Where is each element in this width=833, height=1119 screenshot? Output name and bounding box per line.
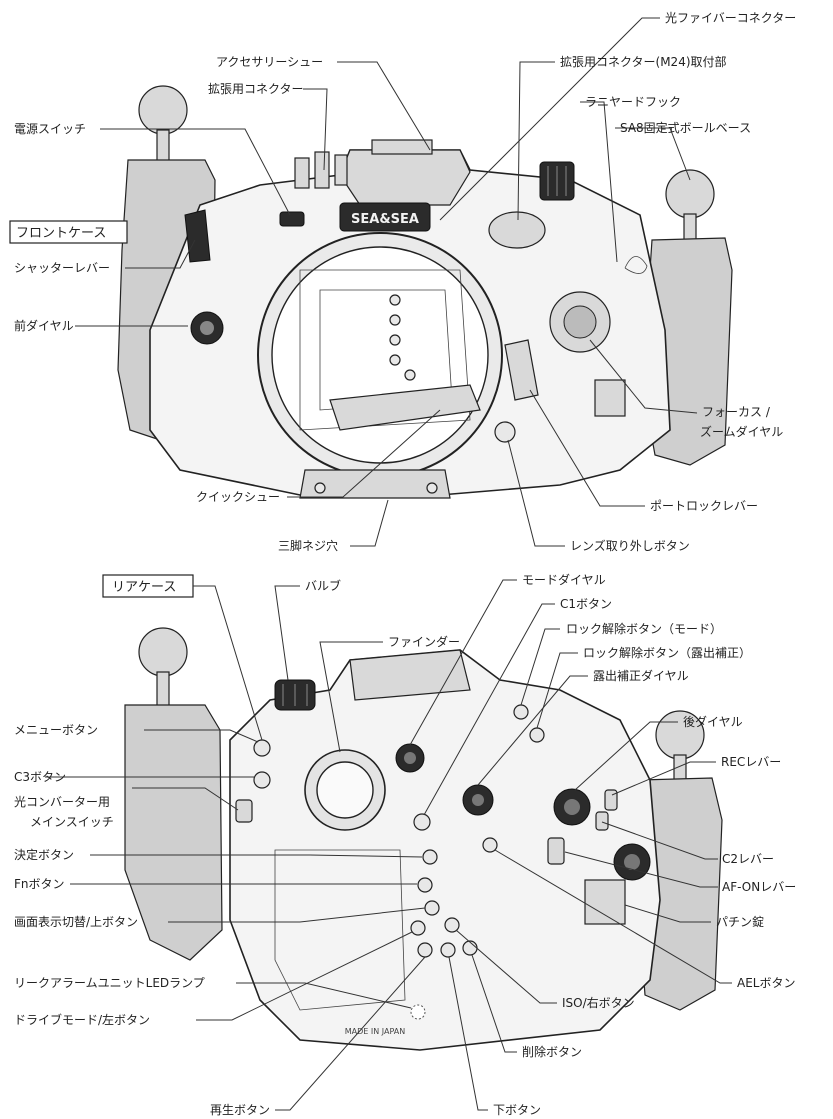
fn-button-illustration	[417, 877, 433, 893]
label-play-button: 再生ボタン	[210, 1103, 270, 1117]
shutter-lever-illustration	[184, 209, 211, 263]
label-port-lock-lever: ポートロックレバー	[650, 499, 758, 513]
top-knob	[539, 161, 575, 201]
label-latch: パチン錠	[716, 914, 764, 929]
label-lock-release-exposure: ロック解除ボタン（露出補正）	[583, 645, 751, 660]
c1-button-illustration	[413, 813, 431, 831]
brand-plate	[339, 202, 431, 232]
label-valve: バルブ	[305, 578, 341, 593]
label-fn-button: Fnボタン	[14, 877, 65, 891]
c2-lever-illustration	[595, 811, 609, 831]
lens-release-button-illustration	[494, 421, 516, 443]
m24-port	[488, 211, 546, 249]
label-display-up: 画面表示切替/上ボタン	[14, 915, 138, 929]
focus-zoom-dial-illustration	[549, 291, 611, 353]
c3-button-illustration	[253, 771, 271, 789]
converter-switch-illustration	[235, 799, 253, 823]
front-case-label: フロントケース	[9, 220, 128, 244]
label-focus-zoom-2: ズームダイヤル	[700, 424, 783, 439]
label-lock-release-mode: ロック解除ボタン（モード）	[566, 621, 722, 636]
rear-leaders	[45, 579, 732, 1111]
left-button-illustration	[410, 920, 426, 936]
ael-button-illustration	[482, 837, 498, 853]
exposure-dial-illustration	[462, 784, 494, 816]
label-power-switch: 電源スイッチ	[14, 122, 86, 136]
lens-mount-inner	[271, 246, 489, 464]
mode-dial-illustration	[395, 743, 425, 773]
menu-button-illustration	[253, 739, 271, 757]
label-c3-button: C3ボタン	[14, 770, 66, 784]
rear-button-cluster	[410, 837, 498, 958]
label-exposure-dial: 露出補正ダイヤル	[593, 668, 689, 683]
label-ball-base: SA8固定式ボールベース	[620, 120, 751, 135]
svg-text:フロントケース: フロントケース	[16, 226, 106, 241]
label-af-on-lever: AF-ONレバー	[722, 880, 796, 894]
front-labels: 光ファイバーコネクター アクセサリーシュー 拡張用コネクター(M24)取付部 拡…	[14, 11, 796, 553]
port-lock-lever-illustration	[504, 339, 539, 401]
label-mode-dial: モードダイヤル	[522, 572, 606, 587]
up-button-illustration	[424, 900, 440, 916]
rear-labels: バルブ モードダイヤル C1ボタン ロック解除ボタン（モード） ファインダー ロ…	[14, 572, 796, 1117]
label-tripod-hole: 三脚ネジ穴	[278, 538, 338, 553]
label-expansion-connector: 拡張用コネクター	[208, 82, 304, 96]
rear-housing-illustration: MADE IN JAPAN	[124, 627, 723, 1051]
label-accessory-shoe: アクセサリーシュー	[216, 55, 323, 69]
lock-release-mode-illustration	[513, 704, 529, 720]
brand-logo: SEA&SEA	[351, 212, 419, 227]
front-housing-illustration: SEA&SEA	[117, 85, 733, 499]
ball-base-right	[665, 169, 715, 249]
label-converter-switch-2: メインスイッチ	[30, 815, 114, 829]
down-button-illustration	[440, 942, 456, 958]
label-rear-dial: 後ダイヤル	[683, 714, 743, 729]
label-lens-release: レンズ取り外しボタン	[570, 538, 690, 553]
label-c2-lever: C2レバー	[722, 852, 774, 866]
label-shutter-lever: シャッターレバー	[14, 261, 110, 275]
label-down-button: 下ボタン	[493, 1103, 541, 1117]
label-front-dial: 前ダイヤル	[14, 318, 74, 333]
label-delete-button: 削除ボタン	[522, 1044, 582, 1059]
lanyard-hook-illustration	[624, 256, 648, 274]
rear-case-label: リアケース	[102, 574, 194, 598]
svg-text:リアケース: リアケース	[112, 580, 176, 595]
label-optical-fiber-connector: 光ファイバーコネクター	[665, 11, 796, 25]
label-lanyard-hook: ラニヤードフック	[585, 95, 681, 109]
label-iso-right: ISO/右ボタン	[562, 995, 635, 1010]
label-viewfinder: ファインダー	[388, 634, 460, 649]
label-drive-left: ドライブモード/左ボタン	[14, 1012, 150, 1027]
rear-ball-base-left	[138, 627, 188, 713]
viewfinder-illustration	[304, 749, 386, 831]
label-leak-led: リークアラームユニットLEDランプ	[14, 976, 205, 990]
label-converter-switch-1: 光コンバーター用	[14, 795, 110, 809]
rec-lever-illustration	[604, 789, 618, 811]
ball-base-left	[138, 85, 188, 171]
leak-led-illustration	[410, 1004, 426, 1020]
quick-shoe-illustration	[329, 384, 481, 431]
lock-release-exposure-illustration	[529, 727, 545, 743]
ok-button-illustration	[422, 849, 438, 865]
play-button-illustration	[417, 942, 433, 958]
right-button-illustration	[444, 917, 460, 933]
label-menu-button: メニューボタン	[14, 723, 98, 737]
label-quick-shoe: クイックシュー	[196, 490, 280, 504]
rear-dial-illustration	[553, 788, 591, 826]
tripod-base	[299, 469, 451, 499]
label-m24-mount: 拡張用コネクター(M24)取付部	[560, 54, 727, 69]
made-in-japan-engraving: MADE IN JAPAN	[345, 1027, 405, 1036]
label-ok-button: 決定ボタン	[14, 847, 74, 862]
delete-button-illustration	[462, 940, 478, 956]
valve-illustration	[274, 679, 316, 711]
rear-left-grip	[124, 704, 223, 961]
label-rec-lever: RECレバー	[721, 755, 781, 769]
af-on-lever-illustration	[547, 837, 565, 865]
label-ael-button: AELボタン	[737, 976, 795, 990]
front-dial-illustration	[190, 311, 224, 345]
power-switch-illustration	[279, 211, 305, 227]
expansion-connectors	[294, 151, 348, 189]
front-leaders	[75, 17, 698, 547]
latch-illustration	[584, 879, 626, 925]
label-c1-button: C1ボタン	[560, 597, 612, 611]
label-focus-zoom-1: フォーカス /	[702, 405, 771, 419]
